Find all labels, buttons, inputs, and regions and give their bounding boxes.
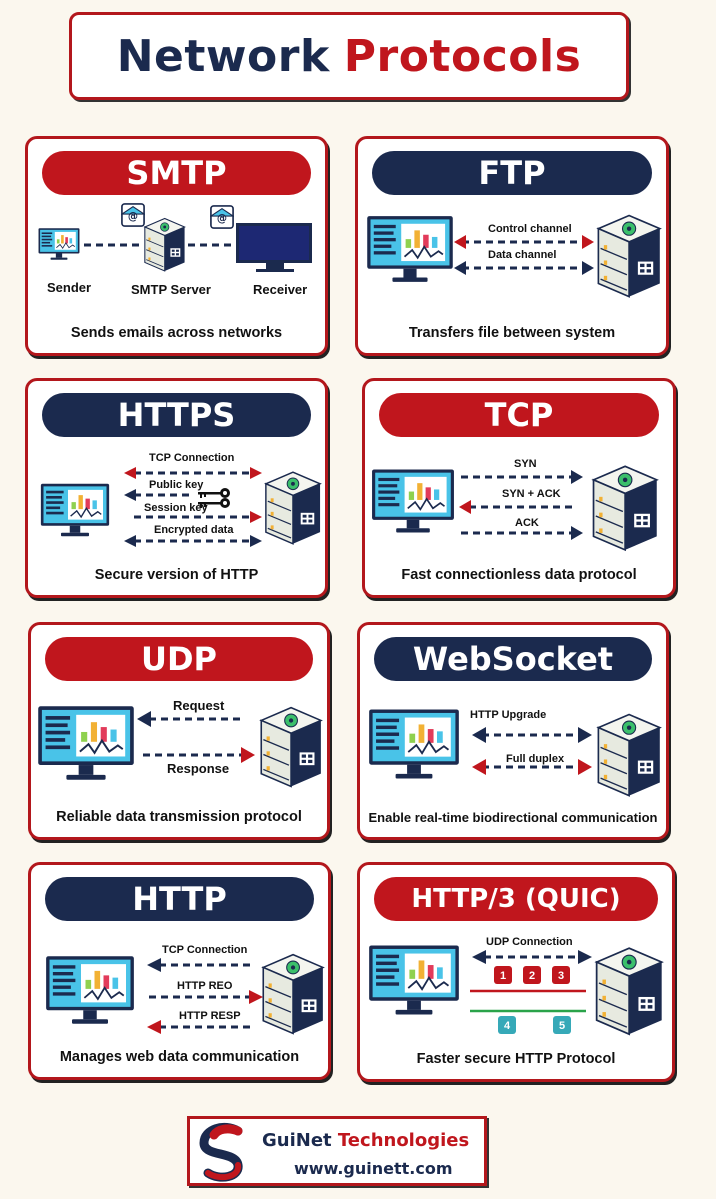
server-icon [592,465,658,551]
http-req-label: HTTP REO [177,980,233,992]
email-icon [210,205,234,229]
card-ftp: FTP Control channel Data channel Transfe… [355,136,669,356]
card-description: Manages web data communication [59,1049,300,1065]
https-tcp-label: TCP Connection [149,452,235,464]
packet-3 [552,966,570,984]
smtp-server-label: SMTP Server [131,282,211,297]
quic-udp-label: UDP Connection [486,936,573,948]
server-icon [597,713,661,797]
monitor-icon [368,944,460,1016]
smtp-sender-label: Sender [47,280,92,295]
brand-name: GuiNet Technologies [262,1130,470,1151]
monitor-icon [371,468,455,534]
card-title: HTTPS [42,393,311,437]
card-quic: HTTP/3 (QUIC) 1 2 3 4 5 UDP Connection F… [357,862,675,1082]
websocket-upgrade-label: HTTP Upgrade [470,709,547,721]
card-description: Secure version of HTTP [94,567,259,583]
monitor-icon [38,227,80,261]
card-title: WebSocket [374,637,652,681]
server-icon [265,471,321,545]
card-https: HTTPS TCP Connection Public key Session … [25,378,328,598]
card-description: Enable real-time biodirectional communic… [368,810,658,825]
monitor-icon [40,483,110,537]
packet-1 [494,966,512,984]
card-description: Sends emails across networks [70,325,283,341]
quic-diagram: 1 2 3 4 5 [368,944,663,1036]
card-websocket: WebSocket HTTP Upgrade Full duplex Enabl… [357,622,669,840]
https-encrypted-label: Encrypted data [154,524,234,536]
https-session-key-label: Session key [144,502,208,514]
websocket-duplex-label: Full duplex [506,753,565,765]
udp-request-label: Request [173,698,225,713]
smtp-diagram [38,203,312,272]
packet-2-label: 2 [529,970,535,982]
brand-url[interactable]: www.guinett.com [294,1159,453,1178]
server-icon [144,217,186,272]
card-description: Faster secure HTTP Protocol [416,1051,616,1067]
server-icon [262,953,324,1035]
card-http: HTTP TCP Connection HTTP REO HTTP RESP M… [28,862,331,1080]
websocket-diagram [368,708,661,797]
card-title: HTTP/3 (QUIC) [374,877,658,921]
monitor-icon [45,955,135,1025]
packet-1-label: 1 [500,970,506,982]
card-smtp: SMTP Sender SMTP Server Receiver Sends e… [25,136,328,356]
server-icon [260,706,322,788]
ftp-control-label: Control channel [488,223,572,235]
card-title: HTTP [45,877,314,921]
http-tcp-label: TCP Connection [162,944,248,956]
udp-diagram [37,705,322,788]
packet-5-label: 5 [559,1020,565,1032]
email-icon [121,203,145,227]
ftp-diagram [366,214,661,298]
http-resp-label: HTTP RESP [179,1010,241,1022]
monitor-icon [366,215,454,283]
https-diagram [40,467,321,547]
monitor-icon [37,705,135,781]
tcp-diagram [371,465,658,551]
card-title: FTP [372,151,652,195]
ftp-data-label: Data channel [488,249,557,261]
card-title: UDP [45,637,313,681]
brand-footer: GuiNet Technologies www.guinett.com [187,1116,487,1186]
packet-2 [523,966,541,984]
smtp-receiver-label: Receiver [253,282,308,297]
https-public-key-label: Public key [149,479,204,491]
packet-5 [553,1016,571,1034]
packet-3-label: 3 [558,970,564,982]
card-title: TCP [379,393,659,437]
monitor-icon [368,708,460,780]
packet-4-label: 4 [504,1020,511,1032]
tcp-syn-label: SYN [514,458,537,470]
tcp-synack-label: SYN + ACK [502,488,561,500]
packet-4 [498,1016,516,1034]
card-description: Reliable data transmission protocol [56,809,302,825]
server-icon [595,947,663,1036]
http-diagram [45,953,324,1035]
card-description: Fast connectionless data protocol [401,567,637,583]
card-title: SMTP [42,151,311,195]
card-udp: UDP Request Response Reliable data trans… [28,622,330,840]
server-icon [597,214,661,298]
logo-icon [199,1123,243,1182]
card-tcp: TCP SYN SYN + ACK ACK Fast connectionles… [362,378,676,598]
card-description: Transfers file between system [408,325,616,341]
udp-response-label: Response [167,761,230,776]
tcp-ack-label: ACK [515,517,539,529]
